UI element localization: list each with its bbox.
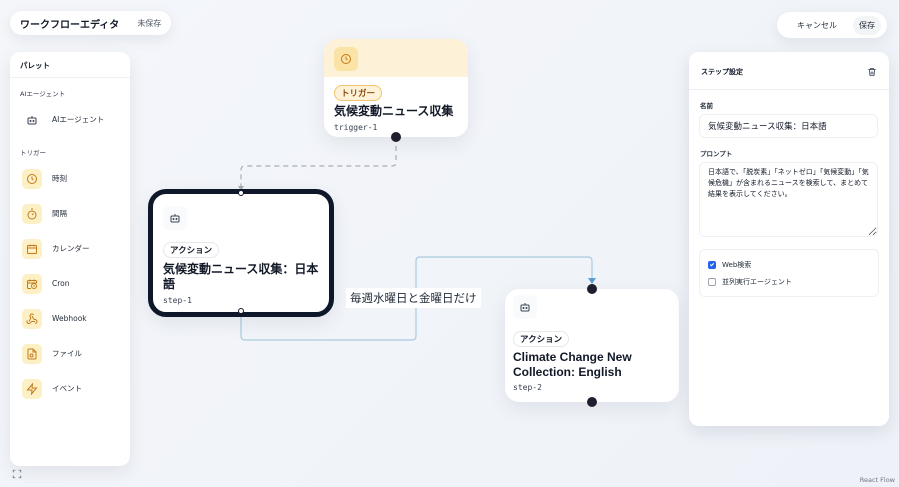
target-handle[interactable] — [238, 190, 244, 196]
palette-item-label: Webhook — [52, 314, 87, 323]
step-2-node[interactable]: アクション Climate Change New Collection: Eng… — [505, 289, 679, 402]
palette-item-cron[interactable]: Cron — [10, 266, 130, 301]
bot-icon — [513, 295, 537, 319]
edge-arrow — [238, 186, 244, 191]
edge-condition-label[interactable]: 毎週水曜日と金曜日だけ — [346, 288, 481, 308]
target-handle[interactable] — [587, 284, 597, 294]
trash-icon[interactable] — [867, 62, 877, 81]
node-type-badge: アクション — [163, 242, 220, 258]
settings-title: ステップ設定 — [701, 67, 743, 76]
edge-trigger-to-step1[interactable] — [240, 137, 397, 191]
fit-view-icon[interactable] — [12, 464, 22, 483]
palette-item-calendar[interactable]: カレンダー — [10, 231, 130, 266]
palette-item-label: 間隔 — [52, 209, 67, 218]
app-title: ワークフローエディタ — [20, 19, 120, 31]
node-title: 気候変動ニュース収集 — [334, 104, 454, 118]
option-label: Web検索 — [722, 260, 752, 269]
node-title: Climate Change New Collection: English — [513, 350, 632, 379]
palette-item-label: カレンダー — [52, 244, 90, 253]
file-icon — [22, 343, 42, 364]
calendar-clock-icon — [22, 273, 42, 294]
palette-section-label: トリガー — [20, 149, 46, 157]
save-button[interactable]: 保存 — [853, 15, 881, 35]
action-bar: キャンセル 保存 — [777, 12, 887, 38]
clock-icon — [334, 47, 358, 71]
palette-item-ai-agent[interactable]: AIエージェント — [10, 102, 130, 137]
react-flow-attribution[interactable]: React Flow — [859, 476, 895, 484]
source-handle[interactable] — [238, 308, 244, 314]
palette-title: パレット — [10, 52, 130, 78]
web-search-checkbox[interactable] — [708, 260, 716, 269]
palette-item-label: ファイル — [52, 349, 82, 358]
palette-item-webhook[interactable]: Webhook — [10, 301, 130, 336]
node-type-badge: アクション — [513, 331, 570, 347]
source-handle[interactable] — [391, 132, 401, 142]
palette-item-label: 時刻 — [52, 174, 67, 183]
step-1-node[interactable]: アクション 気候変動ニュース収集：日本語 step-1 — [148, 189, 334, 317]
palette-section-label: AIエージェント — [20, 90, 66, 98]
clock-icon — [22, 168, 42, 189]
palette-item-label: AIエージェント — [52, 115, 105, 124]
node-title: 気候変動ニュース収集：日本語 — [163, 262, 319, 291]
title-bar: ワークフローエディタ 未保存 — [10, 11, 172, 35]
cancel-button[interactable]: キャンセル — [791, 16, 843, 35]
zap-icon — [22, 378, 42, 399]
palette-item-file[interactable]: ファイル — [10, 336, 130, 371]
timer-icon — [22, 203, 42, 224]
step-settings-panel: ステップ設定 名前 プロンプト 日本語で、「脱炭素」「ネットゼロ」「気候変動」「… — [689, 52, 889, 426]
bot-icon — [22, 110, 42, 130]
node-id: step-2 — [513, 383, 542, 392]
save-status: 未保存 — [137, 18, 162, 28]
palette-item-label: イベント — [52, 384, 82, 393]
name-input[interactable] — [699, 114, 878, 138]
parallel-agent-option[interactable]: 並列実行エージェント — [708, 273, 870, 290]
webhook-icon — [22, 308, 42, 329]
edge-arrow — [588, 278, 596, 284]
prompt-textarea[interactable]: 日本語で、「脱炭素」「ネットゼロ」「気候変動」「気候危機」が含まれるニュースを検… — [699, 162, 878, 237]
trigger-node[interactable]: トリガー 気候変動ニュース収集 trigger-1 — [324, 39, 468, 142]
palette-item-time[interactable]: 時刻 — [10, 161, 130, 196]
node-id: trigger-1 — [334, 123, 378, 132]
palette-item-interval[interactable]: 間隔 — [10, 196, 130, 231]
parallel-agent-checkbox[interactable] — [708, 277, 716, 286]
options-group: Web検索 並列実行エージェント — [699, 249, 879, 297]
option-label: 並列実行エージェント — [722, 277, 792, 286]
palette-panel: パレット AIエージェント AIエージェント トリガー 時刻 間隔 カレンダー — [10, 52, 130, 466]
node-type-badge: トリガー — [334, 85, 383, 101]
name-label: 名前 — [700, 102, 713, 110]
bot-icon — [163, 206, 187, 230]
calendar-icon — [22, 238, 42, 259]
prompt-label: プロンプト — [700, 150, 733, 158]
palette-item-event[interactable]: イベント — [10, 371, 130, 406]
web-search-option[interactable]: Web検索 — [708, 256, 870, 273]
source-handle[interactable] — [587, 397, 597, 407]
node-id: step-1 — [163, 296, 192, 305]
palette-item-label: Cron — [52, 279, 70, 288]
